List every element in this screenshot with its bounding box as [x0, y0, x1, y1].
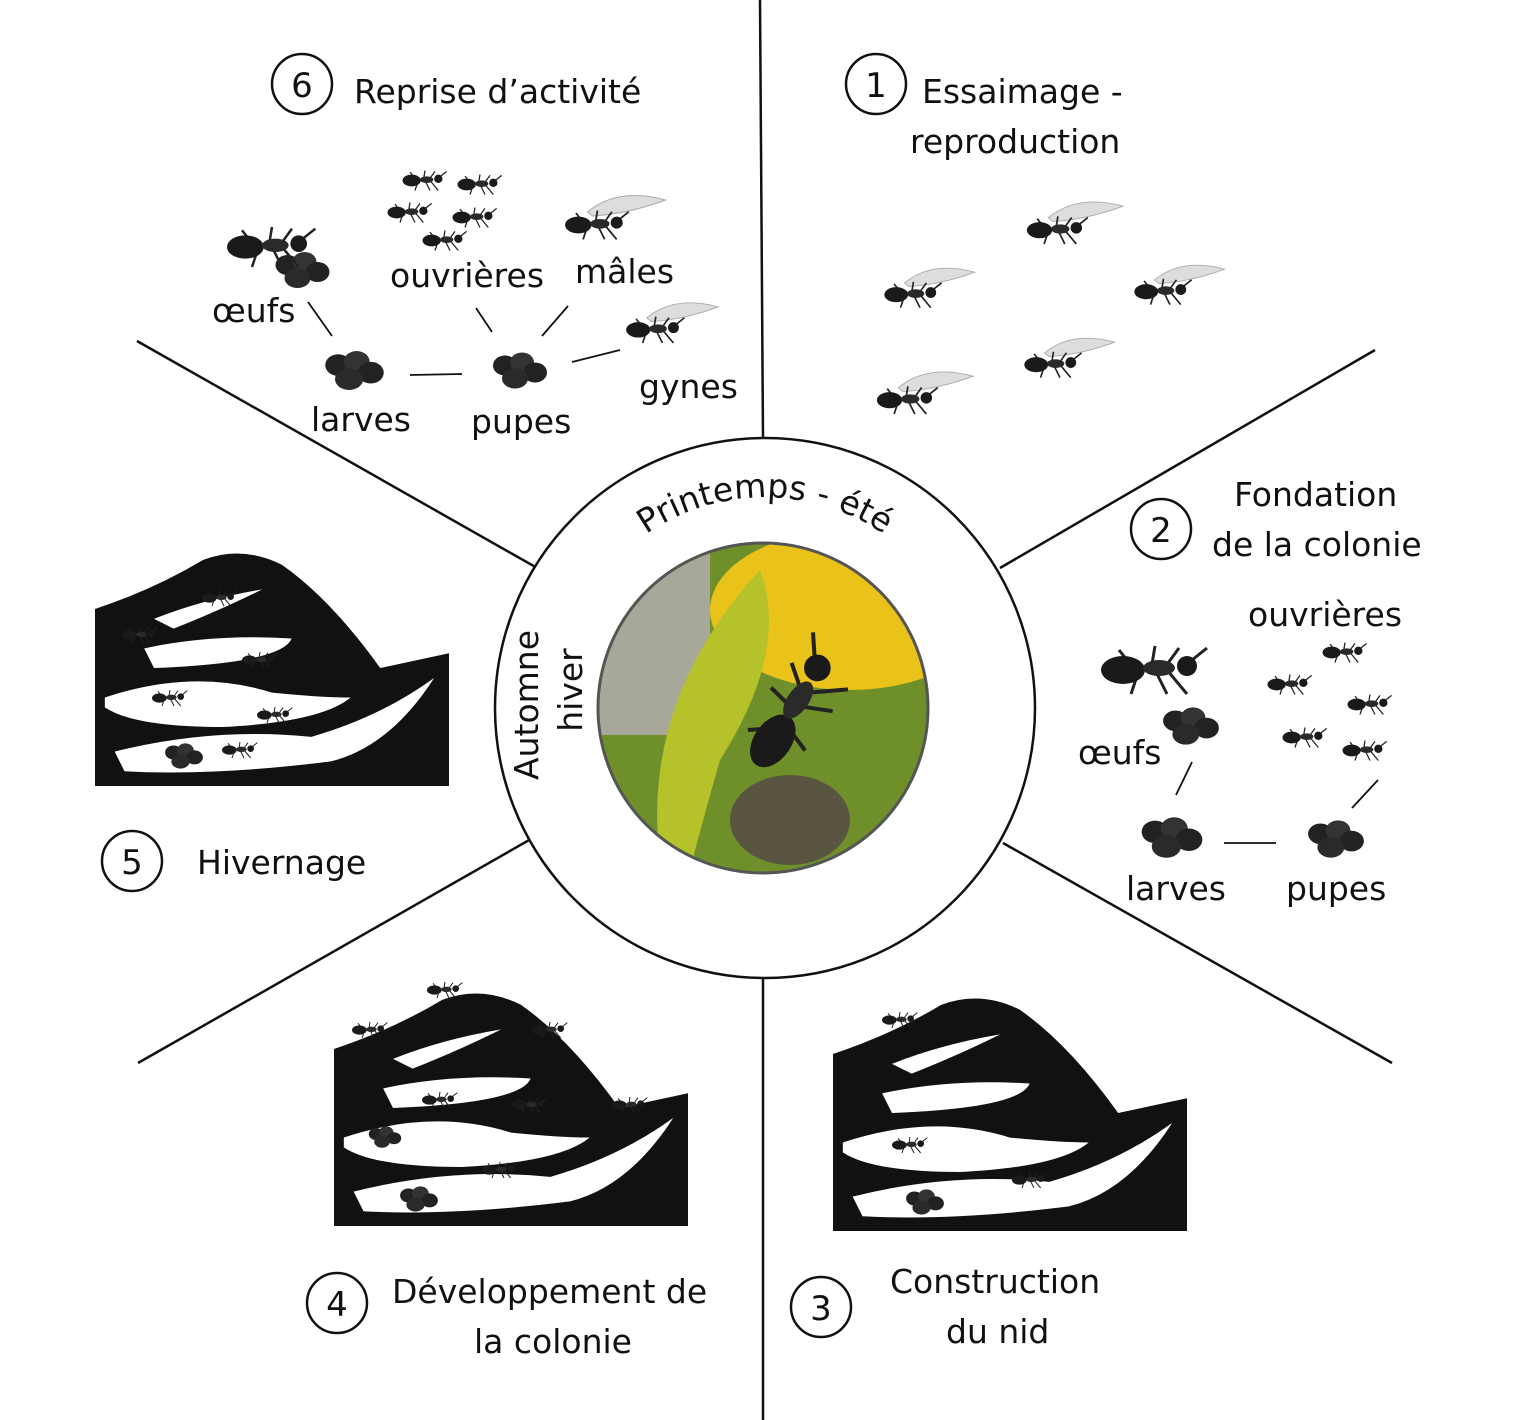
male-ant-icon [565, 196, 665, 240]
stage-title: Fondation [1234, 475, 1397, 514]
stage-title-2: la colonie [474, 1322, 632, 1361]
label-larvae: larves [311, 400, 411, 439]
flying-ant-icon [1027, 202, 1123, 244]
stage-6-reprise: 6 Reprise d’activité œufs ouvrières mâle… [212, 52, 738, 441]
label-pupae: pupes [471, 402, 571, 441]
nest-illustration [95, 553, 449, 786]
stage-1-essaimage: 1 Essaimage - reproduction [844, 52, 1225, 414]
queen-with-eggs-icon [275, 252, 330, 288]
season-autumn: Automne [507, 630, 546, 780]
stage-title-2: reproduction [910, 122, 1120, 161]
larvae-icon [1141, 817, 1203, 858]
stage-number: 1 [865, 66, 887, 106]
stage-4-developpement: 4 Développement de la colonie [305, 981, 707, 1361]
stage-2-fondation: 2 Fondation de la colonie ouvrières œufs… [1078, 475, 1422, 908]
larvae-icon [325, 351, 384, 390]
worker-ant-icon [421, 229, 468, 252]
worker-ant-icon [451, 206, 498, 229]
label-workers: ouvrières [390, 256, 544, 295]
nest-illustration [334, 993, 688, 1226]
gyne-ant-icon [626, 303, 718, 343]
flying-ant-icon [1024, 338, 1114, 377]
flying-ant-icon [1134, 265, 1224, 304]
flying-ant-icon [877, 372, 973, 414]
stage-title: Construction [890, 1262, 1100, 1301]
stage-number: 2 [1150, 511, 1172, 551]
label-eggs: œufs [212, 291, 295, 330]
sector-dividers [136, 0, 1393, 1420]
stage-title-2: de la colonie [1212, 525, 1422, 564]
worker-ant-icon [456, 173, 503, 196]
label-pupae: pupes [1286, 869, 1386, 908]
arrows [1175, 761, 1379, 844]
stage-3-construction: 3 Construction du nid [789, 998, 1187, 1351]
season-winter: hiver [551, 648, 590, 732]
worker-ant-icon [1281, 726, 1328, 749]
nest-illustration [833, 998, 1187, 1231]
label-gynes: gynes [639, 367, 738, 406]
pupae-icon [493, 352, 547, 389]
flying-ant-icon [884, 268, 974, 307]
worker-ant-icon [401, 169, 448, 192]
stage-title: Reprise d’activité [354, 72, 641, 111]
label-larvae: larves [1126, 869, 1226, 908]
stage-5-hivernage: 5 Hivernage [95, 553, 449, 893]
arrows [307, 301, 621, 376]
worker-ant-icon [386, 201, 433, 224]
stage-number: 5 [121, 843, 143, 883]
stage-title: Essaimage - [922, 72, 1123, 111]
label-eggs: œufs [1078, 733, 1161, 772]
label-males: mâles [575, 252, 674, 291]
worker-ant-icon [1341, 739, 1388, 762]
stage-number: 3 [810, 1289, 832, 1329]
stage-number: 6 [291, 66, 313, 106]
eggs-icon [1163, 707, 1219, 745]
label-workers: ouvrières [1248, 595, 1402, 634]
stage-title: Développement de [392, 1272, 707, 1311]
pupae-icon [1308, 820, 1364, 858]
queen-ant-icon [1099, 644, 1209, 696]
worker-ant-icon [1321, 641, 1368, 664]
worker-ant-icon [1346, 693, 1393, 716]
stage-number: 4 [326, 1285, 348, 1325]
stage-title-2: du nid [946, 1312, 1049, 1351]
worker-ant-icon [1266, 673, 1313, 696]
stage-title: Hivernage [197, 843, 366, 882]
